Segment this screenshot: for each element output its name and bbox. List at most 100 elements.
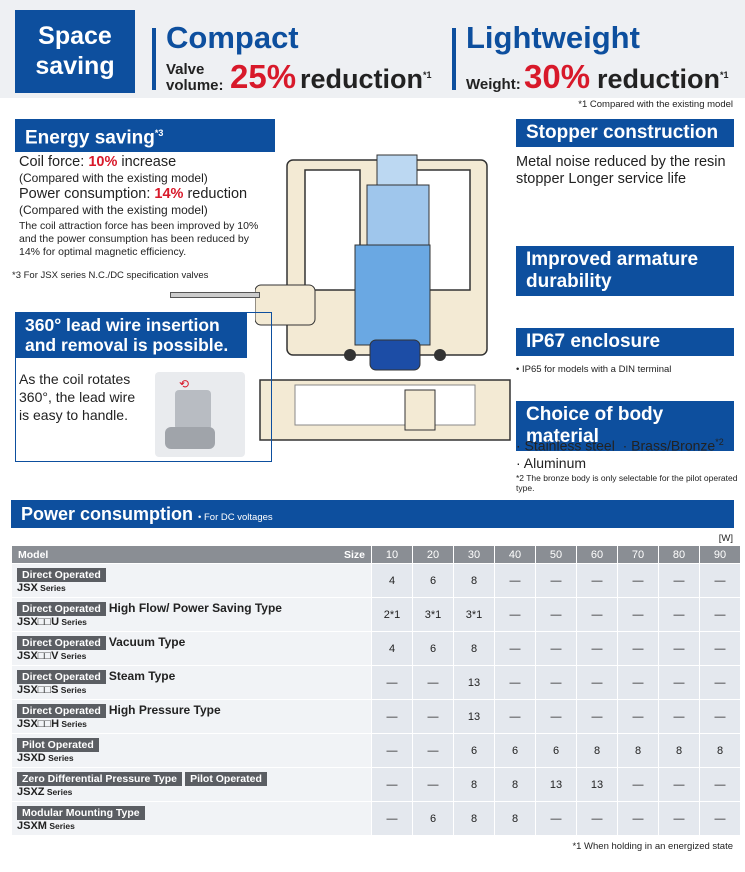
power-heading: Power consumption • For DC voltages: [11, 500, 734, 528]
value-cell: —: [494, 563, 536, 598]
value-cell: —: [412, 733, 454, 768]
value-cell: —: [371, 665, 413, 700]
series-name: JSXD: [17, 752, 46, 764]
value-cell: —: [617, 597, 659, 632]
value-cell: —: [576, 801, 618, 836]
size-header: 10: [371, 545, 413, 564]
series-name: JSXZ: [17, 786, 45, 798]
value-cell: 6: [412, 631, 454, 666]
value-cell: 6: [494, 733, 536, 768]
value-cell: 13: [535, 767, 577, 802]
value-cell: —: [576, 631, 618, 666]
value-cell: —: [412, 665, 454, 700]
value-cell: 8: [576, 733, 618, 768]
value-cell: 3*1: [453, 597, 495, 632]
value-cell: 6: [453, 733, 495, 768]
value-cell: 3*1: [412, 597, 454, 632]
type-tag: Direct Operated: [17, 568, 106, 582]
model-cell: Pilot Operated JSXD Series: [11, 733, 372, 768]
rotating-valve-photo: ⟲: [155, 372, 245, 457]
value-cell: —: [699, 665, 741, 700]
series-name: JSXM: [17, 820, 47, 832]
series-name: JSX□□H: [17, 718, 60, 730]
energy-saving-body: Coil force: 10% increase (Compared with …: [19, 154, 259, 258]
value-cell: —: [535, 563, 577, 598]
value-cell: —: [535, 801, 577, 836]
light-reduction: reduction*1: [597, 64, 729, 94]
table-row: Zero Differential Pressure Type Pilot Op…: [11, 767, 741, 802]
model-cell: Direct Operated High Flow/ Power Saving …: [11, 597, 372, 632]
value-cell: 8: [453, 801, 495, 836]
value-cell: 8: [453, 631, 495, 666]
size-header: 20: [412, 545, 454, 564]
model-cell: Direct Operated JSX Series: [11, 563, 372, 598]
compact-title: Compact: [166, 20, 299, 55]
value-cell: —: [371, 733, 413, 768]
value-cell: —: [494, 665, 536, 700]
lead-wire-text: As the coil rotates 360°, the lead wire …: [19, 371, 136, 423]
type-tag: Direct Operated: [17, 602, 106, 616]
divider: [452, 28, 456, 90]
value-cell: —: [494, 631, 536, 666]
series-name: JSX□□S: [17, 684, 59, 696]
value-cell: —: [658, 665, 700, 700]
type-tag: Direct Operated: [17, 670, 106, 684]
energy-saving-heading: Energy saving*3: [15, 119, 275, 153]
unit-label: [W]: [718, 533, 733, 544]
weight-label: Weight:: [466, 76, 521, 93]
stopper-text: Metal noise reduced by the resin stopper…: [516, 154, 726, 187]
model-cell: Modular Mounting Type JSXM Series: [11, 801, 372, 836]
value-cell: —: [535, 665, 577, 700]
value-cell: —: [494, 699, 536, 734]
ip67-note: • IP65 for models with a DIN terminal: [516, 364, 672, 375]
value-cell: 8: [658, 733, 700, 768]
value-cell: 13: [453, 699, 495, 734]
value-cell: 13: [576, 767, 618, 802]
table-row: Direct Operated High Flow/ Power Saving …: [11, 597, 741, 632]
size-header: 60: [576, 545, 618, 564]
value-cell: 6: [535, 733, 577, 768]
type-tag: Pilot Operated: [185, 772, 267, 786]
type-extra: Vacuum Type: [108, 635, 186, 649]
series-name: JSX□□V: [17, 650, 59, 662]
series-name: JSX□□U: [17, 616, 60, 628]
note3: *3 For JSX series N.C./DC specification …: [12, 270, 209, 281]
type-tag: Direct Operated: [17, 636, 106, 650]
value-cell: 2*1: [371, 597, 413, 632]
size-header: 30: [453, 545, 495, 564]
value-cell: —: [617, 563, 659, 598]
value-cell: —: [658, 597, 700, 632]
type-extra: Steam Type: [108, 669, 176, 683]
value-cell: —: [576, 699, 618, 734]
value-cell: —: [576, 563, 618, 598]
type-tag: Pilot Operated: [17, 738, 99, 752]
value-cell: 13: [453, 665, 495, 700]
value-cell: —: [617, 767, 659, 802]
type-extra: High Pressure Type: [108, 703, 221, 717]
value-cell: 6: [412, 801, 454, 836]
value-cell: —: [412, 699, 454, 734]
value-cell: 6: [412, 563, 454, 598]
compact-reduction: reduction*1: [300, 64, 432, 94]
value-cell: —: [576, 665, 618, 700]
light-percent: 30%: [524, 58, 591, 95]
size-header: 40: [494, 545, 536, 564]
value-cell: —: [699, 801, 741, 836]
value-cell: —: [371, 801, 413, 836]
rotate-arrow-icon: ⟲: [179, 377, 190, 391]
value-cell: —: [699, 563, 741, 598]
value-cell: —: [535, 597, 577, 632]
size-header: 50: [535, 545, 577, 564]
type-extra: High Flow/ Power Saving Type: [108, 601, 282, 615]
value-cell: 8: [617, 733, 659, 768]
